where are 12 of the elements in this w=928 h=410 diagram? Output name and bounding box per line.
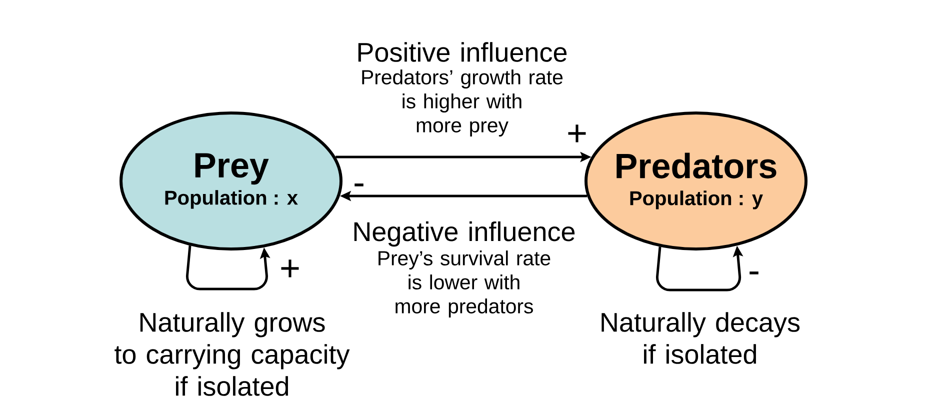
node-label: Naturally decays if isolated (602, 312, 800, 364)
ellipse-node: Predators Population : y (584, 112, 808, 250)
edge-label: + (281, 260, 299, 278)
description: Prey’s survival rate is lower with more predators (378, 250, 550, 318)
heading: Negative influence (354, 221, 575, 247)
edge-label: - (750, 272, 758, 274)
heading: Positive influence (358, 42, 567, 62)
description: Predators’ growth rate is higher with more prey (362, 70, 563, 136)
ellipse-node: Prey Population : x (120, 112, 342, 250)
edge-label: - (354, 184, 364, 186)
node-label: Naturally grows to carrying capacity if isolated (114, 312, 350, 396)
edge-label: + (568, 124, 586, 142)
